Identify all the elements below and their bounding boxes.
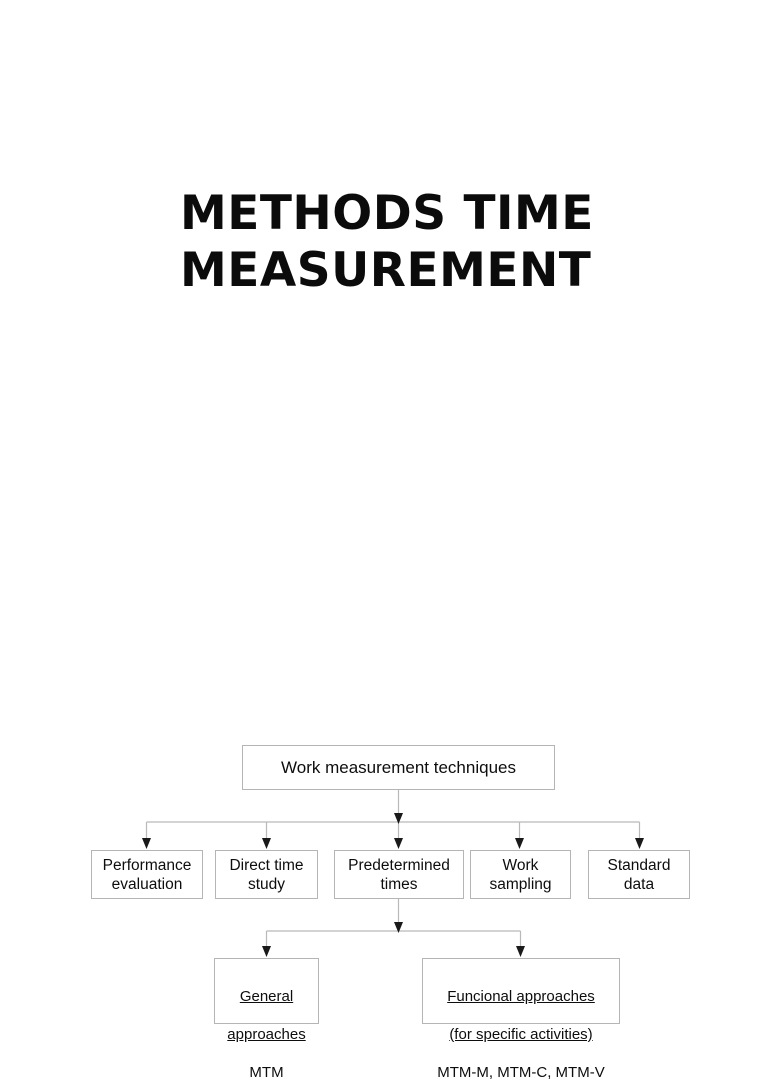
node-funcional-approaches-heading-line-1: Funcional approaches <box>447 988 595 1005</box>
arrowhead-predetermined-to-bus <box>394 922 403 933</box>
work-measurement-flowchart: Work measurement techniques Performance … <box>91 745 690 1081</box>
page-title-line-1: METHODS TIME <box>180 186 594 241</box>
arrowhead-general-approaches <box>262 946 271 957</box>
node-predetermined-times[interactable]: Predetermined times <box>334 850 464 899</box>
arrowhead-work-sampling <box>515 838 524 849</box>
page-title-line-2: MEASUREMENT <box>180 243 592 298</box>
node-work-sampling[interactable]: Work sampling <box>470 850 571 899</box>
node-general-approaches-heading-line-1: General <box>239 988 294 1005</box>
arrowhead-predetermined <box>394 838 403 849</box>
node-performance-evaluation[interactable]: Performance evaluation <box>91 850 203 899</box>
node-general-approaches-text: General approaches MTM <box>215 968 318 1082</box>
node-predetermined-times-label: Predetermined times <box>348 856 450 893</box>
node-root-label: Work measurement techniques <box>281 758 516 777</box>
node-funcional-approaches-body: MTM-M, MTM-C, MTM-V <box>437 1064 605 1081</box>
node-general-approaches-heading-line-2: approaches <box>227 1026 306 1043</box>
node-funcional-approaches-heading-line-2: (for specific activities) <box>449 1026 593 1043</box>
document-page: METHODS TIME MEASUREMENT <box>91 185 690 1081</box>
node-standard-data[interactable]: Standard data <box>588 850 690 899</box>
arrowhead-funcional-approaches <box>516 946 525 957</box>
node-general-approaches[interactable]: General approaches MTM <box>214 958 319 1081</box>
arrowhead-root-to-bus <box>394 813 403 824</box>
node-direct-time-study[interactable]: Direct time study <box>215 850 318 899</box>
node-general-approaches-body: MTM <box>249 1064 284 1081</box>
page-title: METHODS TIME MEASUREMENT <box>180 185 600 299</box>
node-direct-time-study-label: Direct time study <box>229 856 304 893</box>
arrowhead-direct-time <box>262 838 271 849</box>
node-performance-evaluation-label: Performance evaluation <box>102 856 192 893</box>
node-work-measurement-techniques[interactable]: Work measurement techniques <box>242 745 555 790</box>
node-funcional-approaches[interactable]: Funcional approaches (for specific activ… <box>422 958 620 1081</box>
node-work-sampling-label: Work sampling <box>489 856 552 893</box>
arrowhead-standard-data <box>635 838 644 849</box>
node-funcional-approaches-text: Funcional approaches (for specific activ… <box>423 968 619 1082</box>
arrowhead-performance <box>142 838 151 849</box>
node-standard-data-label: Standard data <box>607 856 671 893</box>
